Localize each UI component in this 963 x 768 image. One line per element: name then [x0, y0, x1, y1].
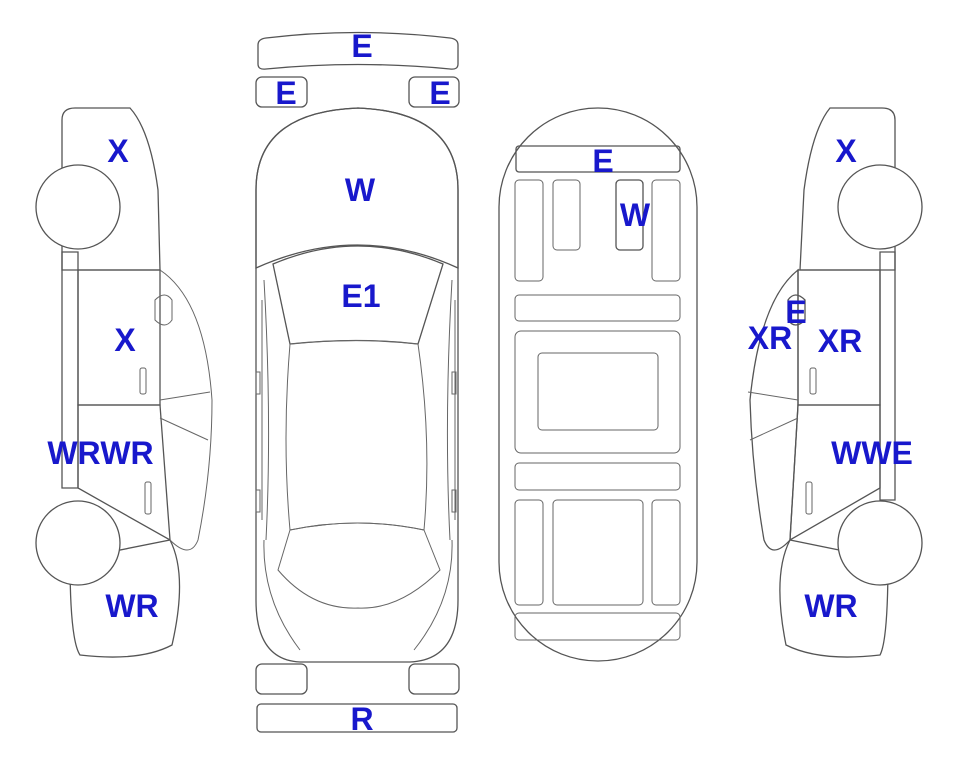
- interior-rear-center: [552, 499, 644, 606]
- left-fender-panel[interactable]: [61, 107, 161, 271]
- roof-outline: [285, 340, 428, 531]
- interior-rear-row: [514, 462, 681, 491]
- taillight-left[interactable]: [255, 663, 308, 695]
- interior-trunk: [514, 612, 681, 641]
- rear-bumper-panel[interactable]: [256, 703, 458, 733]
- interior-dash-panel[interactable]: [515, 145, 681, 173]
- left-side-view: [35, 107, 213, 658]
- interior-floor-outer: [514, 330, 681, 454]
- left-mirror: [154, 294, 173, 326]
- left-window-outline: [159, 269, 213, 551]
- interior-right-seat-front: [651, 179, 681, 282]
- front-bumper-panel[interactable]: [257, 31, 459, 70]
- left-side-line: [263, 279, 270, 541]
- right-rear-wheel: [837, 500, 923, 586]
- right-rear-handle: [805, 481, 813, 515]
- interior-rear-right-seat: [651, 499, 681, 606]
- handle-left-top: [255, 489, 261, 513]
- right-mirror-panel[interactable]: [787, 294, 806, 326]
- left-rear-door-label: WR: [100, 435, 153, 471]
- right-rear-quarter-label: WR: [804, 588, 857, 624]
- right-front-wheel: [837, 164, 923, 250]
- interior-front-row: [514, 294, 681, 322]
- headlight-right-label: E: [429, 75, 450, 111]
- hood-label: W: [345, 172, 376, 208]
- mirror-right-top: [451, 371, 457, 395]
- trunk-outline: [263, 539, 453, 651]
- handle-right-top: [451, 489, 457, 513]
- right-front-window-label: XR: [748, 320, 792, 356]
- front-bumper-label: E: [351, 28, 372, 64]
- left-rear-wheel: [35, 500, 121, 586]
- right-side-view: [747, 107, 923, 658]
- interior-rear-left-seat: [514, 499, 544, 606]
- right-door-line: [747, 391, 799, 441]
- right-front-door-label: XR: [818, 323, 862, 359]
- left-rear-handle: [144, 481, 152, 515]
- left-rear-quarter-label: WR: [105, 588, 158, 624]
- left-sill-label: WR: [47, 435, 100, 471]
- left-rear-quarter-panel[interactable]: [69, 539, 181, 658]
- right-fender-panel[interactable]: [799, 107, 896, 271]
- right-rear-quarter-panel[interactable]: [779, 539, 889, 658]
- left-door-line: [159, 391, 211, 441]
- right-fender-label: X: [835, 133, 857, 169]
- left-front-wheel: [35, 164, 121, 250]
- headlight-right-panel[interactable]: [408, 76, 460, 108]
- mirror-left-top: [255, 371, 261, 395]
- left-front-door-label: X: [114, 322, 136, 358]
- headlight-left-label: E: [275, 75, 296, 111]
- right-side-line: [446, 279, 453, 541]
- windshield-label: E1: [341, 278, 380, 314]
- left-fender-label: X: [107, 133, 129, 169]
- right-front-window-panel[interactable]: [749, 268, 799, 551]
- right-mirror-label: E: [785, 294, 806, 330]
- right-rear-door-label: WWE: [831, 435, 913, 471]
- interior-floor-inner: [537, 352, 659, 431]
- interior-left-seat-inner: [552, 179, 581, 251]
- headlight-left-panel[interactable]: [255, 76, 308, 108]
- interior-left-seat-front: [514, 179, 544, 282]
- left-front-handle: [139, 367, 147, 395]
- taillight-right[interactable]: [408, 663, 460, 695]
- rear-window-outline: [277, 522, 441, 609]
- interior-dash-label: E: [592, 143, 613, 179]
- hood-panel[interactable]: [255, 107, 459, 270]
- interior-console-panel[interactable]: [615, 179, 644, 251]
- interior-outline: [498, 107, 698, 662]
- rear-bumper-label: R: [350, 701, 373, 737]
- interior-console-label: W: [620, 197, 651, 233]
- right-front-handle: [809, 367, 817, 395]
